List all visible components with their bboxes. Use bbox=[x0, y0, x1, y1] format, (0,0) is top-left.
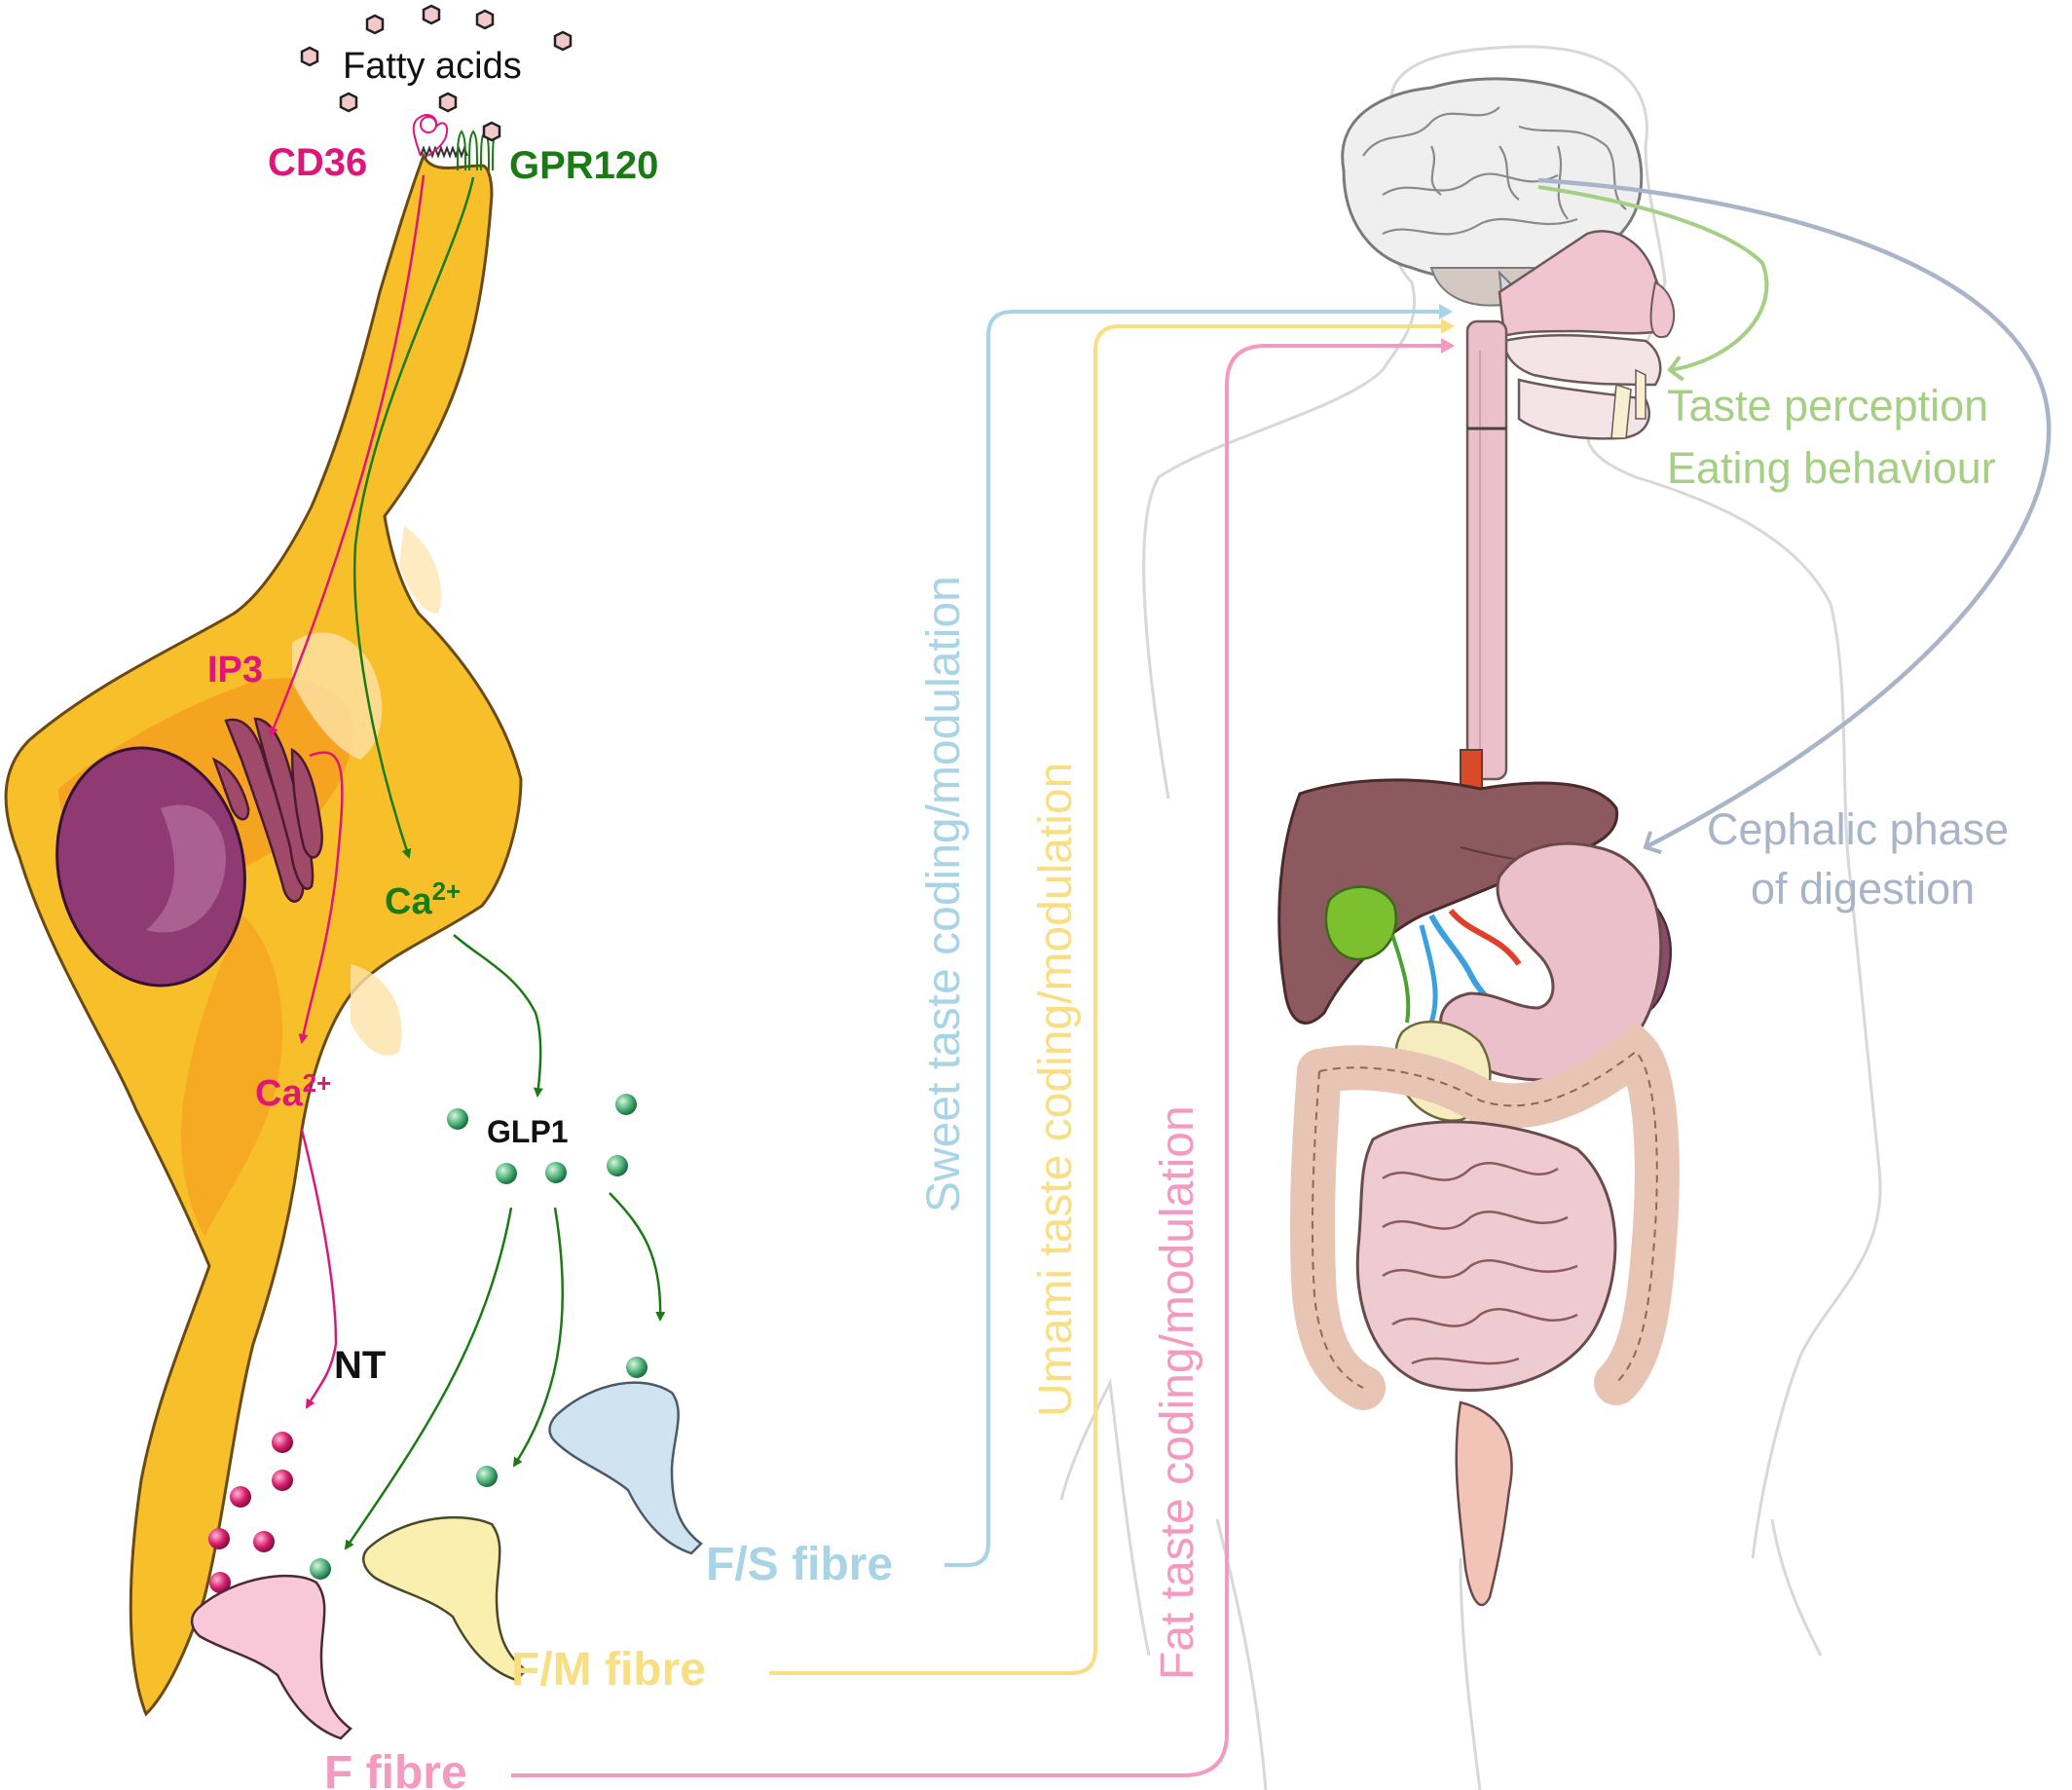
glp1-granule bbox=[447, 1108, 468, 1130]
fatty-acid-hexagon bbox=[438, 92, 458, 113]
nt-granules bbox=[208, 1432, 293, 1593]
gpr120-label: GPR120 bbox=[509, 144, 658, 187]
nt-granule bbox=[272, 1432, 293, 1453]
small-intestine bbox=[1355, 1120, 1617, 1392]
taste-perception-arrow bbox=[1537, 185, 1769, 382]
nt-granule bbox=[253, 1531, 275, 1552]
brain bbox=[1341, 77, 1644, 334]
glp1-granule bbox=[476, 1466, 498, 1487]
gallbladder bbox=[1324, 885, 1397, 961]
ca-pink-label: Ca2+ bbox=[255, 1068, 331, 1114]
glp1-granule bbox=[310, 1558, 331, 1580]
large-intestine bbox=[1289, 1022, 1680, 1410]
gpr120-receptor bbox=[457, 130, 498, 171]
glp1-granule bbox=[545, 1162, 567, 1183]
fatty-acids-label: Fatty acids bbox=[343, 46, 522, 87]
nt-granule bbox=[272, 1470, 293, 1491]
ca-green-label: Ca2+ bbox=[385, 876, 461, 922]
cd36-to-ip3-arrow bbox=[269, 174, 426, 737]
fm-fibre-label: F/M fibre bbox=[511, 1644, 706, 1696]
fatty-acid-hexagon bbox=[482, 121, 501, 142]
glp1-granule bbox=[496, 1163, 517, 1184]
fatty-acid-hexagon bbox=[300, 46, 319, 67]
glp1-granule bbox=[626, 1357, 648, 1378]
cd36-receptor bbox=[412, 114, 449, 157]
nt-label: NT bbox=[334, 1344, 386, 1387]
glp1-label: GLP1 bbox=[487, 1114, 569, 1149]
ip3-label: IP3 bbox=[207, 650, 263, 690]
fatty-acid-hexagon bbox=[553, 30, 573, 52]
fat-pathway-label: Fat taste coding/modulation bbox=[1152, 1105, 1203, 1680]
umami-pathway-line bbox=[769, 318, 1455, 1675]
glp1-granules bbox=[310, 1094, 648, 1580]
umami-pathway-label: Umami taste coding/modulation bbox=[1030, 763, 1082, 1417]
fs-fibre-label: F/S fibre bbox=[706, 1539, 893, 1590]
nt-granule bbox=[230, 1486, 251, 1508]
nt-granule bbox=[209, 1572, 231, 1593]
endoplasmic-reticulum bbox=[211, 717, 323, 903]
gpr120-to-ca-arrow bbox=[352, 176, 475, 859]
glp1-granule bbox=[607, 1155, 628, 1176]
rectum bbox=[1455, 1400, 1513, 1607]
glp1-granule bbox=[615, 1094, 637, 1115]
taste-perception-label: Taste perception bbox=[1667, 381, 1988, 430]
ip3-to-ca-arrow bbox=[298, 751, 344, 1044]
glp1-to-fm-fibre-arrow bbox=[512, 1207, 564, 1468]
ca-to-glp1-arrow bbox=[453, 934, 543, 1098]
fatty-acid-hexagon bbox=[475, 9, 495, 30]
glp1-to-fs-fibre-arrow bbox=[609, 1192, 666, 1322]
pink-signal-arrows bbox=[269, 174, 426, 1409]
esophagus bbox=[1460, 319, 1508, 809]
glp1-to-f-fibre-arrow bbox=[344, 1207, 513, 1550]
cephalic-phase-label: Cephalic phase bbox=[1707, 804, 2009, 854]
nucleus bbox=[56, 746, 246, 988]
nt-granule bbox=[208, 1528, 230, 1549]
fatty-acid-molecules bbox=[300, 4, 573, 142]
ca-to-nt-arrow bbox=[300, 1129, 338, 1409]
fs-fibre-terminal bbox=[548, 1381, 703, 1555]
f-fibre-terminal bbox=[190, 1574, 352, 1740]
head-cavity bbox=[1498, 230, 1676, 440]
of-digestion-label: of digestion bbox=[1751, 864, 1975, 914]
cephalic-arrow bbox=[1537, 177, 2052, 855]
fatty-acid-hexagon bbox=[365, 14, 385, 35]
microvilli bbox=[420, 145, 468, 159]
fatty-acid-hexagon bbox=[422, 4, 441, 25]
sweet-pathway-label: Sweet taste coding/modulation bbox=[918, 576, 970, 1212]
eating-behaviour-label: Eating behaviour bbox=[1667, 443, 1996, 493]
cd36-label: CD36 bbox=[268, 141, 367, 184]
fm-fibre-terminal bbox=[362, 1515, 528, 1682]
f-fibre-label: F fibre bbox=[324, 1747, 467, 1790]
fat-pathway-line bbox=[511, 338, 1455, 1777]
fatty-acid-hexagon bbox=[339, 92, 358, 113]
sweet-pathway-line bbox=[944, 304, 1453, 1567]
green-signal-arrows bbox=[344, 176, 666, 1550]
